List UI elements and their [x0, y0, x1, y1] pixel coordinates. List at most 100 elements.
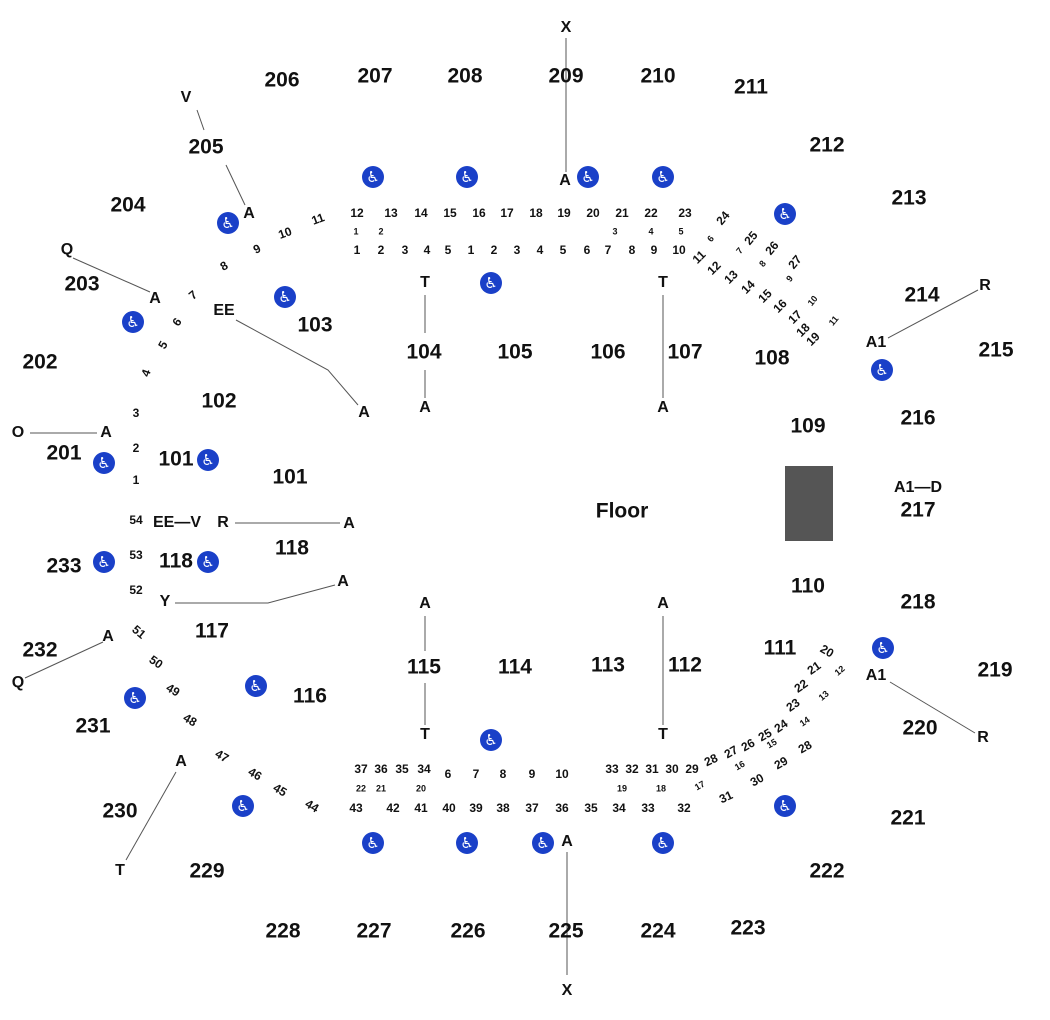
section-label[interactable]: 232	[22, 638, 58, 662]
guide-line	[125, 771, 177, 861]
seat-row-number: 8	[499, 767, 507, 781]
row-letter: EE—V	[152, 514, 202, 531]
seat-row-number: 9	[650, 243, 658, 257]
floor-label: Floor	[595, 499, 649, 523]
section-label[interactable]: 226	[450, 919, 486, 943]
section-label[interactable]: 112	[668, 653, 702, 677]
section-label[interactable]: 229	[189, 859, 225, 883]
seat-row-number: 22	[355, 783, 367, 794]
wheelchair-icon: ♿	[122, 311, 144, 333]
section-label[interactable]: 118	[159, 549, 193, 573]
section-label[interactable]: 207	[357, 64, 393, 88]
row-letter: A	[100, 424, 112, 441]
section-label[interactable]: 216	[900, 406, 936, 430]
row-letter: V	[180, 89, 192, 106]
section-label[interactable]: 109	[790, 414, 826, 438]
section-label[interactable]: 213	[891, 186, 927, 210]
row-letter: R	[977, 729, 989, 746]
seat-row-number: 33	[641, 801, 655, 815]
section-label[interactable]: 116	[293, 684, 327, 708]
section-label[interactable]: 222	[809, 859, 845, 883]
seat-row-number: 9	[528, 767, 536, 781]
section-label[interactable]: 113	[591, 653, 625, 677]
row-letter: A	[337, 573, 349, 590]
section-label[interactable]: 223	[730, 916, 766, 940]
row-letter: T	[658, 274, 668, 291]
section-label[interactable]: 230	[102, 799, 138, 823]
wheelchair-icon: ♿	[245, 675, 267, 697]
row-letter: X	[560, 19, 572, 36]
wheelchair-icon: ♿	[774, 795, 796, 817]
seat-row-number: 41	[414, 801, 428, 815]
seat-row-number: 13	[384, 206, 398, 220]
wheelchair-icon: ♿	[274, 286, 296, 308]
seat-row-number: 30	[665, 762, 679, 776]
section-label[interactable]: 233	[46, 554, 82, 578]
section-label[interactable]: 110	[791, 574, 825, 598]
section-label[interactable]: 217	[900, 498, 936, 522]
seat-row-number: 15	[443, 206, 457, 220]
section-label[interactable]: 107	[667, 340, 703, 364]
section-label[interactable]: 225	[548, 919, 584, 943]
seat-row-number: 1	[132, 473, 140, 487]
seat-row-number: 16	[472, 206, 486, 220]
seat-row-number: 36	[555, 801, 569, 815]
row-letter: A	[358, 404, 370, 421]
row-letter: R	[979, 277, 991, 294]
section-label[interactable]: 231	[75, 714, 111, 738]
section-label[interactable]: 115	[407, 655, 441, 679]
section-label[interactable]: 205	[188, 135, 224, 159]
section-label[interactable]: 202	[22, 350, 58, 374]
seat-row-number: 20	[415, 783, 427, 794]
section-label[interactable]: 118	[275, 536, 309, 560]
section-label[interactable]: 111	[763, 636, 797, 660]
section-label[interactable]: 212	[809, 133, 845, 157]
section-label[interactable]: 221	[890, 806, 926, 830]
section-label[interactable]: 214	[904, 283, 940, 307]
section-label[interactable]: 208	[447, 64, 483, 88]
seat-row-number: 2	[377, 243, 385, 257]
seat-row-number: 7	[472, 767, 480, 781]
seat-row-number: 4	[536, 243, 544, 257]
seat-row-number: 1	[353, 243, 361, 257]
section-label[interactable]: 117	[195, 619, 229, 643]
section-label[interactable]: 102	[201, 389, 237, 413]
section-label[interactable]: 103	[297, 313, 333, 337]
seat-row-number: 4	[648, 226, 654, 237]
section-label[interactable]: 203	[64, 272, 100, 296]
section-label[interactable]: 101	[158, 447, 194, 471]
seat-row-number: 17	[500, 206, 514, 220]
section-label[interactable]: 209	[548, 64, 584, 88]
section-label[interactable]: 220	[902, 716, 938, 740]
row-letter: Q	[11, 674, 25, 691]
wheelchair-icon: ♿	[456, 832, 478, 854]
section-label[interactable]: 105	[497, 340, 533, 364]
seat-row-number: 21	[615, 206, 629, 220]
section-label[interactable]: 211	[734, 75, 768, 99]
wheelchair-icon: ♿	[480, 272, 502, 294]
section-label[interactable]: 114	[498, 655, 532, 679]
section-label[interactable]: 219	[977, 658, 1013, 682]
section-label[interactable]: 201	[46, 441, 82, 465]
section-label[interactable]: 215	[978, 338, 1014, 362]
section-label[interactable]: 227	[356, 919, 392, 943]
section-label[interactable]: 210	[640, 64, 676, 88]
section-label[interactable]: 204	[110, 193, 146, 217]
row-letter: A	[343, 515, 355, 532]
section-label[interactable]: 224	[640, 919, 676, 943]
seat-row-number: 35	[584, 801, 598, 815]
wheelchair-icon: ♿	[871, 359, 893, 381]
seat-row-number: 42	[386, 801, 400, 815]
section-label[interactable]: 108	[754, 346, 790, 370]
section-label[interactable]: 101	[272, 465, 308, 489]
section-label[interactable]: 106	[590, 340, 626, 364]
row-letter: A	[243, 205, 255, 222]
seat-row-number: 19	[616, 783, 628, 794]
section-label[interactable]: 218	[900, 590, 936, 614]
row-letter: T	[115, 862, 125, 879]
section-label[interactable]: 228	[265, 919, 301, 943]
row-letter: A	[102, 628, 114, 645]
section-label[interactable]: 206	[264, 68, 300, 92]
section-label[interactable]: 104	[406, 340, 442, 364]
